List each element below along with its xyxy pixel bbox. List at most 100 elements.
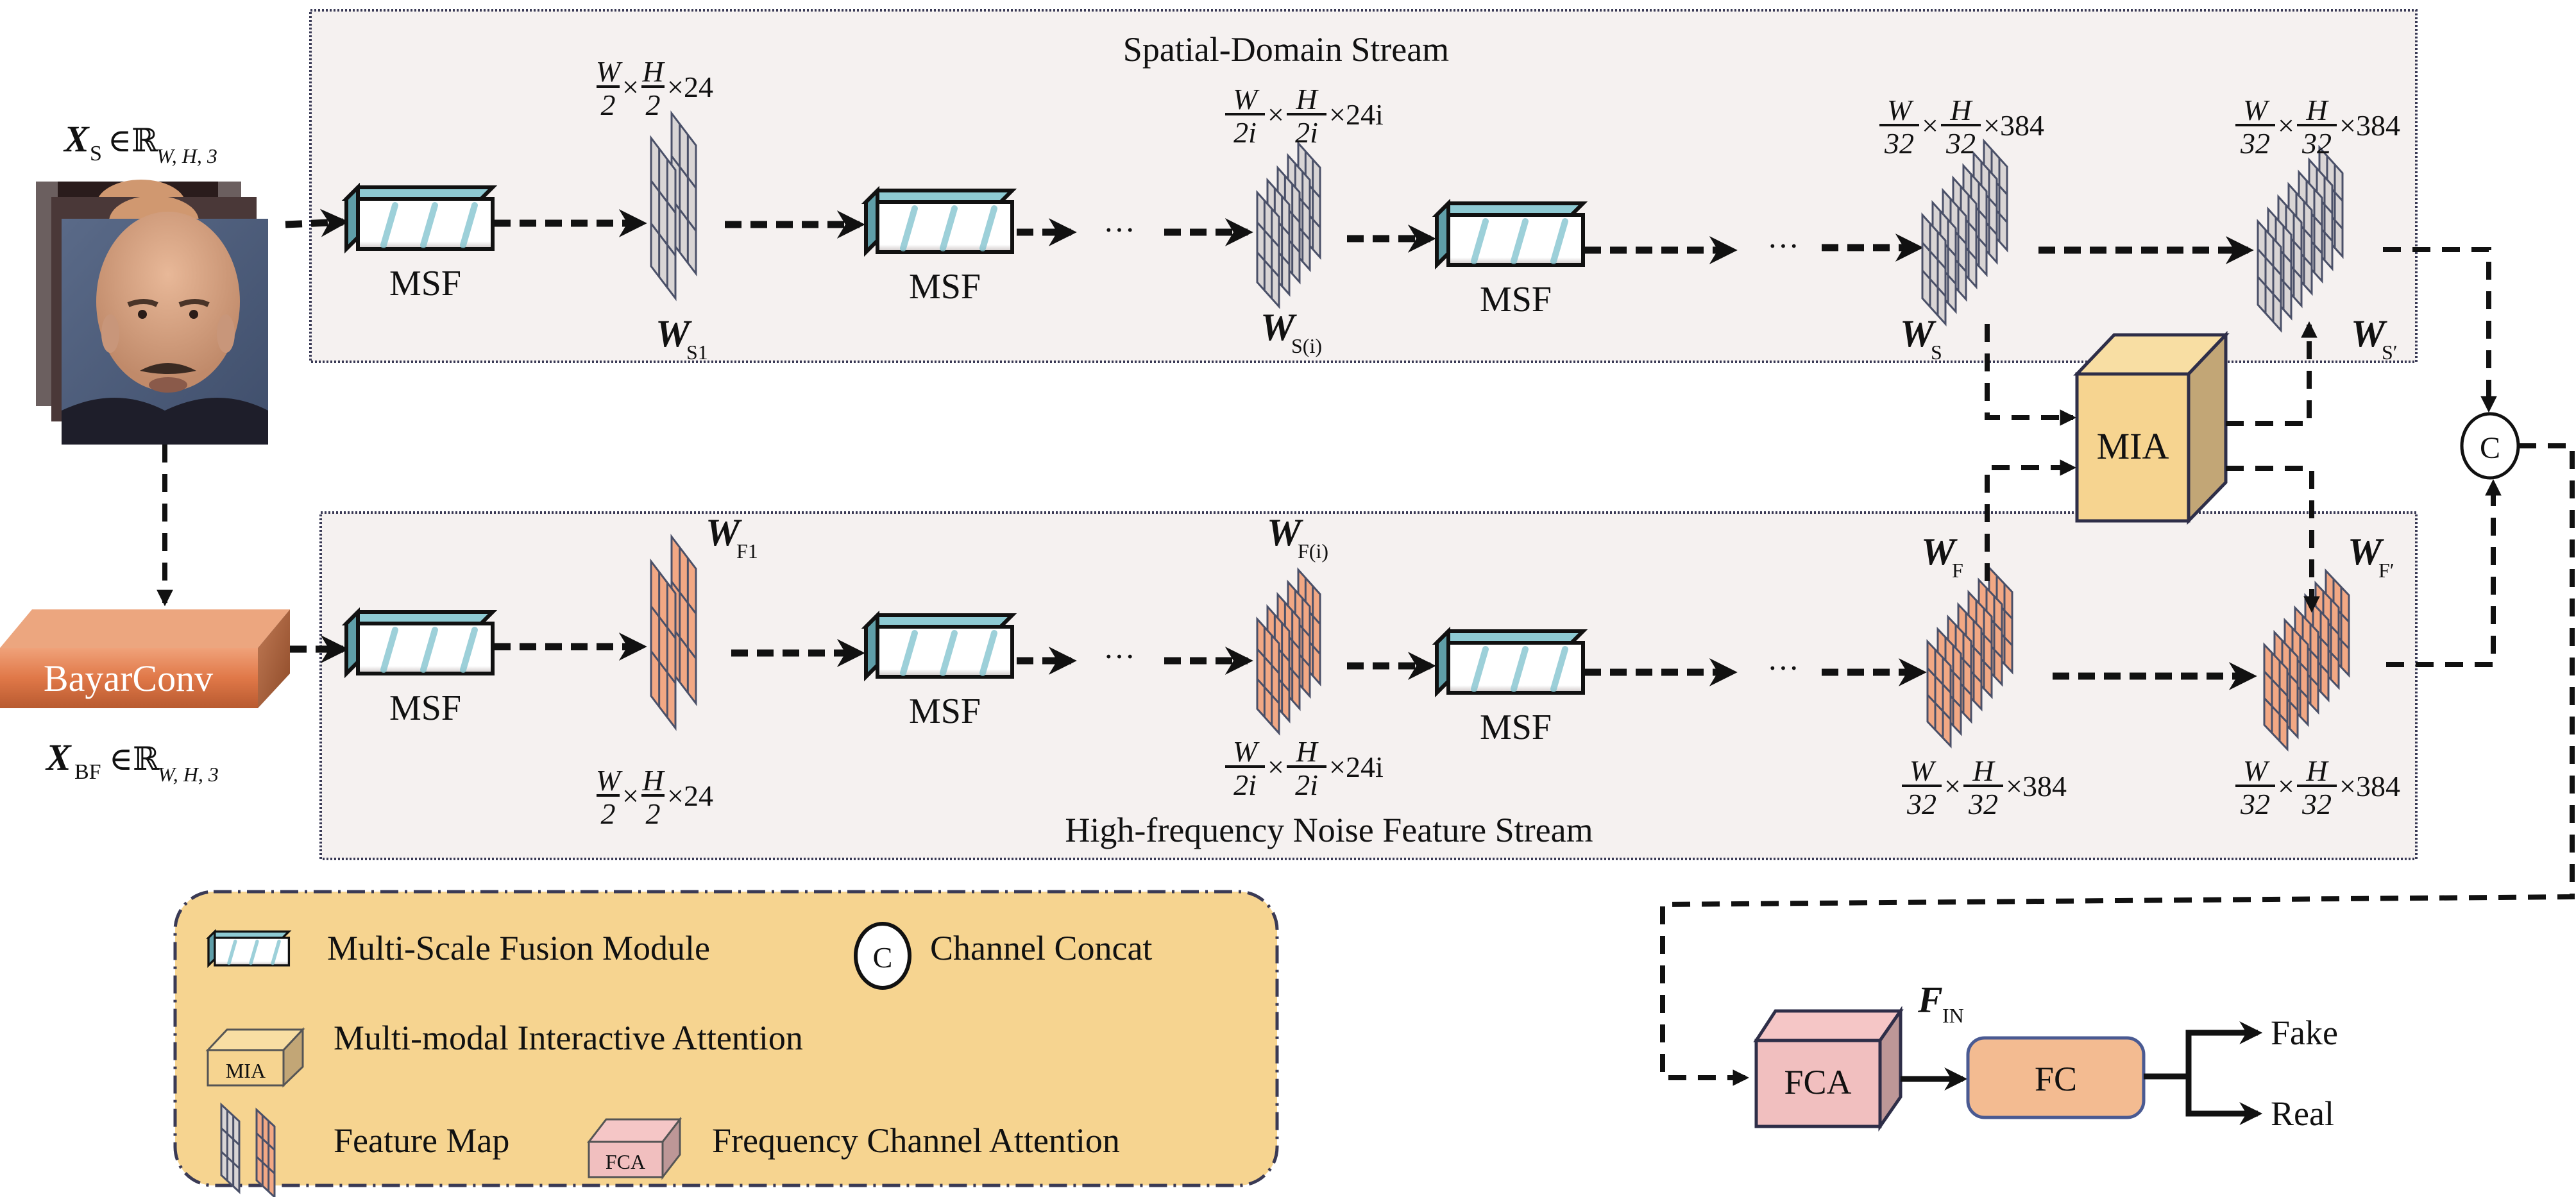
- fraction-numerator: H: [641, 764, 665, 797]
- fca-label: FCA: [1784, 1063, 1851, 1101]
- msf-label: MSF: [389, 688, 461, 728]
- svg-text:W, H, 3: W, H, 3: [157, 144, 217, 167]
- ws1-name: WS1: [656, 312, 708, 364]
- bayarconv-label: BayarConv: [44, 658, 213, 699]
- svg-text:IN: IN: [1942, 1004, 1964, 1027]
- feature-map-symbol: W: [2348, 531, 2384, 573]
- feature-map-symbol: W: [1900, 312, 1936, 355]
- fraction-denominator: 2i: [1295, 116, 1318, 149]
- feature-map-symbol: W: [1267, 511, 1303, 554]
- msf-label: MSF: [909, 267, 981, 307]
- channel-count: ×24i: [1329, 751, 1384, 783]
- feature-map-subscript: F(i): [1298, 539, 1328, 563]
- fraction-denominator: 32: [1945, 127, 1976, 160]
- feature-map: [650, 534, 697, 731]
- fraction-denominator: 32: [2240, 127, 2270, 160]
- fraction-numerator: W: [1910, 754, 1936, 787]
- feature-map: [1256, 140, 1321, 309]
- feature-map-symbol: W: [1260, 306, 1297, 348]
- legend-item-feature-map: Feature Map: [220, 1102, 509, 1197]
- input-spatial-label: X S ∈ℝ W, H, 3: [63, 118, 217, 167]
- ws-prime-name: WS′: [2351, 312, 2398, 364]
- feature-map-subscript: F: [1952, 559, 1963, 582]
- svg-text:∈ℝ: ∈ℝ: [108, 123, 158, 158]
- feature-map-subscript: S(i): [1291, 334, 1322, 357]
- channel-count: ×384: [1983, 109, 2044, 142]
- output-fake-label: Fake: [2271, 1014, 2338, 1052]
- feature-map: [255, 1107, 276, 1197]
- feature-map-symbol: W: [656, 312, 692, 355]
- fraction-denominator: 2i: [1295, 768, 1318, 801]
- times-sign: ×: [1922, 109, 1938, 142]
- ws-dimension-label: W32×H32×384: [1879, 94, 2044, 160]
- fraction-numerator: H: [2305, 94, 2329, 126]
- channel-count: ×384: [2339, 770, 2400, 802]
- wfi-name: WF(i): [1267, 511, 1328, 563]
- ws-prime-dimension-label: W32×H32×384: [2235, 94, 2400, 160]
- channel-count: ×384: [2006, 770, 2067, 802]
- feature-map-subscript: S: [1931, 341, 1942, 364]
- fraction-denominator: 32: [1906, 788, 1936, 820]
- input-to-msf1-arrow: [285, 208, 349, 237]
- fraction-denominator: 2: [646, 89, 661, 121]
- wfi-dimension-label: W2i×H2i×24i: [1225, 735, 1384, 801]
- times-sign: ×: [1944, 770, 1961, 802]
- times-sign: ×: [2278, 109, 2294, 142]
- feature-map-symbol: W: [1921, 531, 1958, 573]
- feature-map-symbol: W: [2351, 312, 2387, 355]
- wf1-dimension-label: W2×H2×24: [596, 764, 713, 830]
- fca-block: FCA: [1753, 1006, 1904, 1132]
- legend-mia-glyph: MIA: [226, 1059, 266, 1082]
- svg-text:X: X: [63, 118, 90, 160]
- wsi-dimension-label: W2i×H2i×24i: [1225, 83, 1384, 149]
- fraction-denominator: 32: [2301, 127, 2332, 160]
- fraction-numerator: H: [1295, 83, 1319, 115]
- ellipsis: ···: [1767, 650, 1799, 686]
- input-face-stack: [36, 180, 268, 445]
- feature-map-subscript: F′: [2378, 559, 2394, 582]
- msf-block-icon: [206, 929, 292, 968]
- legend: Multi-Scale Fusion Module C Channel Conc…: [173, 890, 1279, 1197]
- noise-stream-title: High-frequency Noise Feature Stream: [1065, 811, 1593, 849]
- feature-map: [650, 110, 697, 301]
- fin-label: F IN: [1917, 979, 1964, 1027]
- ws-name: WS: [1900, 312, 1942, 364]
- feature-map-icon: [220, 1102, 276, 1197]
- ellipsis: ···: [1103, 212, 1135, 248]
- wf1-name: WF1: [706, 511, 758, 563]
- msf-label: MSF: [389, 264, 461, 303]
- mia-to-ws-prime-arrow: [2226, 321, 2318, 426]
- times-sign: ×: [1267, 751, 1284, 783]
- msf-block: [206, 929, 292, 968]
- concat-circle-icon: [854, 922, 911, 990]
- msf-block: [861, 610, 1017, 682]
- fraction-denominator: 32: [2301, 788, 2332, 820]
- fca-block-icon: FCA: [586, 1116, 682, 1180]
- fraction-denominator: 2i: [1233, 116, 1257, 149]
- ws-prime-to-concat-arrow: [2383, 247, 2497, 413]
- legend-concat-glyph: C: [873, 941, 893, 974]
- fc-label: FC: [2035, 1060, 2077, 1098]
- fraction-denominator: 32: [1884, 127, 1914, 160]
- fraction-numerator: W: [1233, 83, 1260, 115]
- wf-dimension-label: W32×H32×384: [1902, 754, 2067, 820]
- mia-to-wf-prime-arrow: [2226, 466, 2320, 613]
- concat-to-fca-arrow: [1660, 443, 2575, 1086]
- feature-map: [220, 1102, 241, 1194]
- svg-text:∈ℝ: ∈ℝ: [109, 741, 160, 777]
- output-real-label: Real: [2271, 1094, 2334, 1133]
- feature-map: [2257, 144, 2344, 333]
- legend-item-msf: Multi-Scale Fusion Module: [206, 929, 710, 968]
- input-noise-label: X BF ∈ℝ W, H, 3: [45, 736, 219, 786]
- msf-block: [1432, 626, 1588, 698]
- wf-prime-dimension-label: W32×H32×384: [2235, 754, 2400, 820]
- times-sign: ×: [2278, 770, 2294, 802]
- fraction-numerator: H: [1949, 94, 1973, 126]
- msf-block: [341, 607, 498, 679]
- channel-count: ×24: [667, 779, 713, 812]
- channel-count: ×24i: [1329, 98, 1384, 131]
- legend-item-fca: FCA Frequency Channel Attention: [586, 1116, 1120, 1180]
- wf-prime-name: WF′: [2348, 531, 2394, 582]
